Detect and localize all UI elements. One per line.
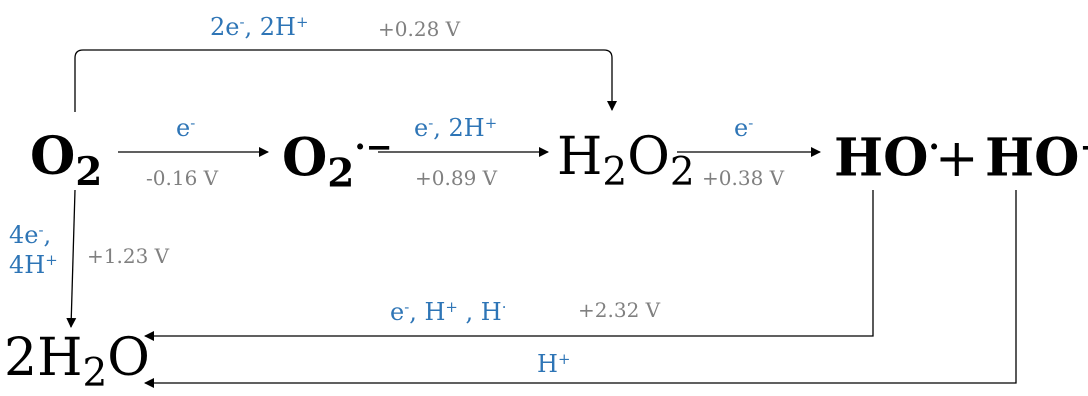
- reagent-superoxide-to-h2o2: e-, 2H+: [414, 114, 498, 143]
- potential-h2o2-to-hydroxyl: +0.38 V: [702, 166, 785, 190]
- reagent-o2-to-water-line2: 4H+: [9, 251, 58, 280]
- reagent-o2-to-h2o2: 2e-, 2H+: [210, 13, 309, 42]
- species-hydrogen-peroxide: H2O2: [557, 127, 695, 195]
- species-hydroxide: HO−: [985, 127, 1088, 189]
- potential-superoxide-to-h2o2: +0.89 V: [415, 166, 498, 190]
- reagent-o2-to-superoxide: e-: [176, 114, 196, 143]
- reagent-hydroxide-to-water: H+: [537, 350, 571, 379]
- arrow-o2-to-water: [66, 189, 77, 328]
- potential-o2-to-h2o2: +0.28 V: [378, 17, 461, 41]
- species-superoxide: O2·−: [282, 127, 393, 197]
- reagent-o2-to-water-line1: 4e-,: [9, 221, 52, 250]
- potential-o2-to-water: +1.23 V: [87, 244, 170, 268]
- species-hydroxyl-radical: HO·: [834, 127, 940, 189]
- species-water: 2H2O: [4, 328, 150, 396]
- arrow-hydroxyl-to-water: [144, 190, 874, 341]
- arrow-hydroxide-to-water: [144, 190, 1017, 388]
- species-o2: O2: [30, 126, 103, 195]
- potential-hydroxyl-to-water: +2.32 V: [578, 298, 661, 322]
- arrow-o2-to-h2o2: [74, 49, 617, 112]
- reagent-hydroxyl-to-water: e-, H+ , H·: [390, 298, 507, 327]
- plus-sign: +: [935, 129, 979, 189]
- potential-o2-to-superoxide: -0.16 V: [146, 166, 219, 190]
- reagent-h2o2-to-hydroxyl: e-: [734, 114, 754, 143]
